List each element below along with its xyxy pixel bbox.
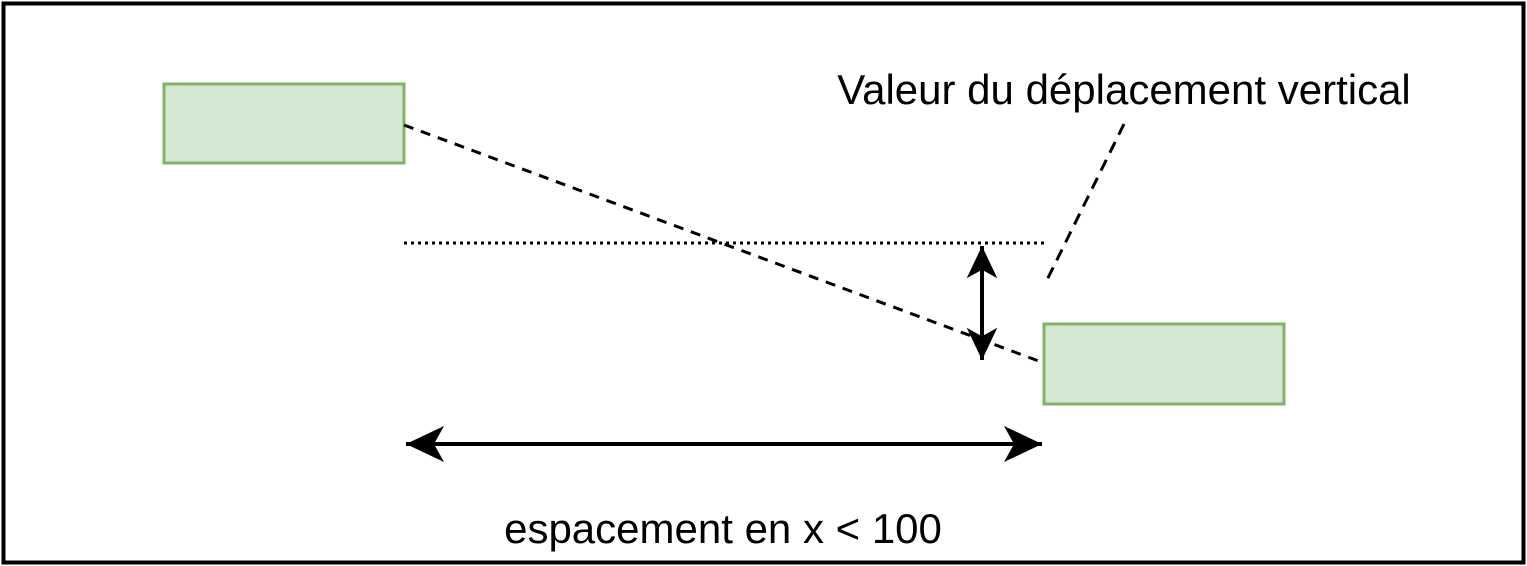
right-block — [1042, 322, 1286, 406]
x-spacing-label: espacement en x < 100 — [504, 505, 942, 552]
label-leader-dashed-line — [1043, 123, 1126, 285]
vertical-offset-label: Valeur du déplacement vertical — [837, 66, 1411, 113]
connection-dashed-line — [403, 123, 1045, 365]
left-block — [162, 82, 406, 165]
